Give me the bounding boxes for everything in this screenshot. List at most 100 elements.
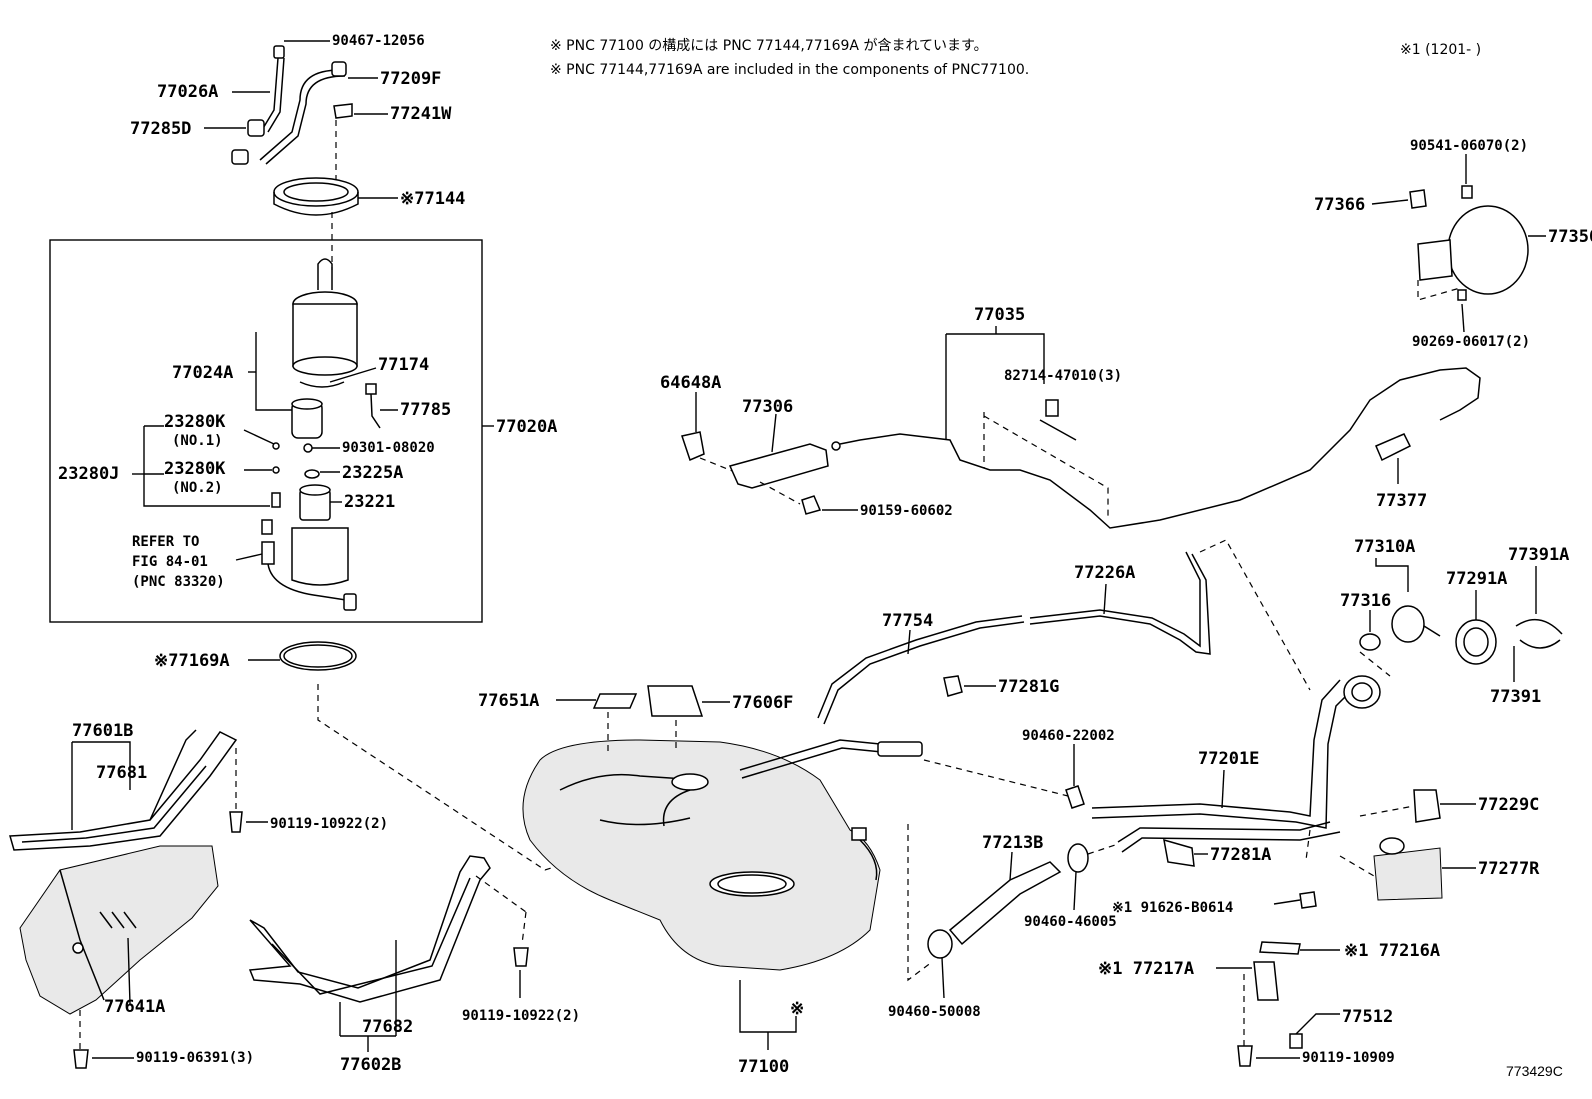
label-77035: 77035 [974, 305, 1025, 325]
fuel-cap-illustration [1391, 605, 1425, 643]
label-77601b: 77601B [72, 721, 133, 741]
protector-77277r-illustration [1373, 847, 1443, 901]
bracket-77310a [1375, 558, 1409, 592]
label-90467-12056: 90467-12056 [332, 33, 425, 49]
label-77641a: 77641A [104, 997, 165, 1017]
dashed-guide [1359, 651, 1391, 677]
label-77020a: 77020A [496, 417, 557, 437]
label-77606f: 77606F [732, 693, 793, 713]
label-77651a: 77651A [478, 691, 539, 711]
label-23280k-no1: 23280K [164, 412, 226, 432]
dashed-guide [759, 481, 801, 505]
label-82714-47010: 82714-47010(3) [1004, 368, 1122, 384]
label-23225a: 23225A [342, 463, 403, 483]
leader-90460-46005 [1073, 871, 1077, 911]
vent-hose-illustration [817, 551, 1211, 725]
leader-77754 [907, 629, 911, 655]
label-refer-pnc: (PNC 83320) [132, 574, 225, 590]
fuel-tank-band-illustration [9, 729, 238, 851]
pump-assembly-box [49, 239, 483, 623]
leader-90269 [1461, 303, 1465, 333]
label-90269-06017: 90269-06017(2) [1412, 334, 1530, 350]
cap-tether [1423, 625, 1441, 637]
clamp-illustration [1065, 785, 1085, 809]
label-77310a: 77310A [1354, 537, 1415, 557]
dashed-guide [521, 911, 527, 945]
label-90119-10922-b: 90119-10922(2) [462, 1008, 580, 1024]
leader-77174 [329, 367, 377, 383]
note-japanese: ※ PNC 77100 の構成には PNC 77144,77169A が含まれて… [550, 38, 988, 54]
lock-ring-illustration [273, 177, 359, 216]
grommet-illustration [1461, 185, 1473, 199]
label-77213b: 77213B [982, 833, 1043, 853]
bracket-77024a [255, 332, 292, 411]
bracket-77681 [72, 741, 131, 790]
fuel-tank-illustration [522, 739, 923, 971]
label-77682: 77682 [362, 1017, 413, 1037]
leader-77213b [1009, 851, 1013, 881]
label-90460-22002: 90460-22002 [1022, 728, 1115, 744]
label-77241w: 77241W [390, 104, 452, 124]
label-no1: (NO.1) [172, 433, 223, 449]
label-90159-60602: 90159-60602 [860, 503, 953, 519]
label-77754: 77754 [882, 611, 933, 631]
dashed-guide [1359, 805, 1415, 817]
pad-illustration [647, 685, 704, 717]
bracket-illustration [1253, 961, 1279, 1001]
label-77026a: 77026A [157, 82, 218, 102]
leader-77366 [1371, 199, 1409, 205]
clamp-illustration [927, 929, 953, 959]
seal-ring-inner [1463, 627, 1489, 657]
label-77316: 77316 [1340, 591, 1391, 611]
gasket-inner [283, 644, 353, 668]
leader-23280k-no1-part [243, 429, 275, 445]
dashed-guide [1199, 539, 1311, 691]
bolt-illustration [229, 811, 243, 833]
bracket-23280j [143, 426, 270, 507]
dashed-guide [1087, 843, 1119, 855]
hose-77213b-illustration [948, 861, 1062, 946]
bracket-77306-illustration [728, 443, 829, 489]
label-77512: 77512 [1342, 1007, 1393, 1027]
label-star: ※ [790, 999, 804, 1019]
label-90119-10909: 90119-10909 [1302, 1050, 1395, 1066]
bracket-77100 [739, 980, 797, 1033]
leader-77641a [127, 937, 131, 1005]
label-77024a: 77024A [172, 363, 233, 383]
label-77602b: 77602B [340, 1055, 401, 1075]
label-77174: 77174 [378, 355, 429, 375]
cable-end-illustration [1375, 433, 1412, 462]
label-23280j: 23280J [58, 464, 119, 484]
filler-pipe-illustration [1091, 675, 1381, 853]
label-refer-fig: FIG 84-01 [132, 554, 208, 570]
leader-77201e [1221, 769, 1225, 809]
label-77306: 77306 [742, 397, 793, 417]
dashed-guide [475, 875, 527, 913]
screw-illustration [1457, 289, 1467, 301]
label-23280k-no2: 23280K [164, 459, 226, 479]
gasket-illustration [279, 641, 357, 671]
label-90301-08020: 90301-08020 [342, 440, 435, 456]
label-77144: ※77144 [400, 189, 465, 209]
label-77100: 77100 [738, 1057, 789, 1077]
dashed-guide [1417, 280, 1461, 301]
clip-illustration [681, 431, 705, 462]
label-77277r: 77277R [1478, 859, 1540, 879]
label-90460-50008: 90460-50008 [888, 1004, 981, 1020]
label-90460-46005: 90460-46005 [1024, 914, 1117, 930]
label-77785: 77785 [400, 400, 451, 420]
label-77285d: 77285D [130, 119, 191, 139]
note-date-range: ※1 (1201- ) [1400, 42, 1481, 58]
label-refer-to: REFER TO [132, 534, 199, 550]
leader-77512 [1295, 1013, 1340, 1035]
bracket-77035 [945, 333, 1045, 440]
figure-id: 773429C [1506, 1063, 1563, 1079]
label-77226a: 77226A [1074, 563, 1135, 583]
valve-illustration [1413, 789, 1441, 823]
label-77201e: 77201E [1198, 749, 1259, 769]
label-90119-06391: 90119-06391(3) [136, 1050, 254, 1066]
bolt-illustration [73, 1049, 89, 1069]
hinge-illustration [1417, 239, 1453, 281]
dashed-guide [983, 412, 1109, 520]
